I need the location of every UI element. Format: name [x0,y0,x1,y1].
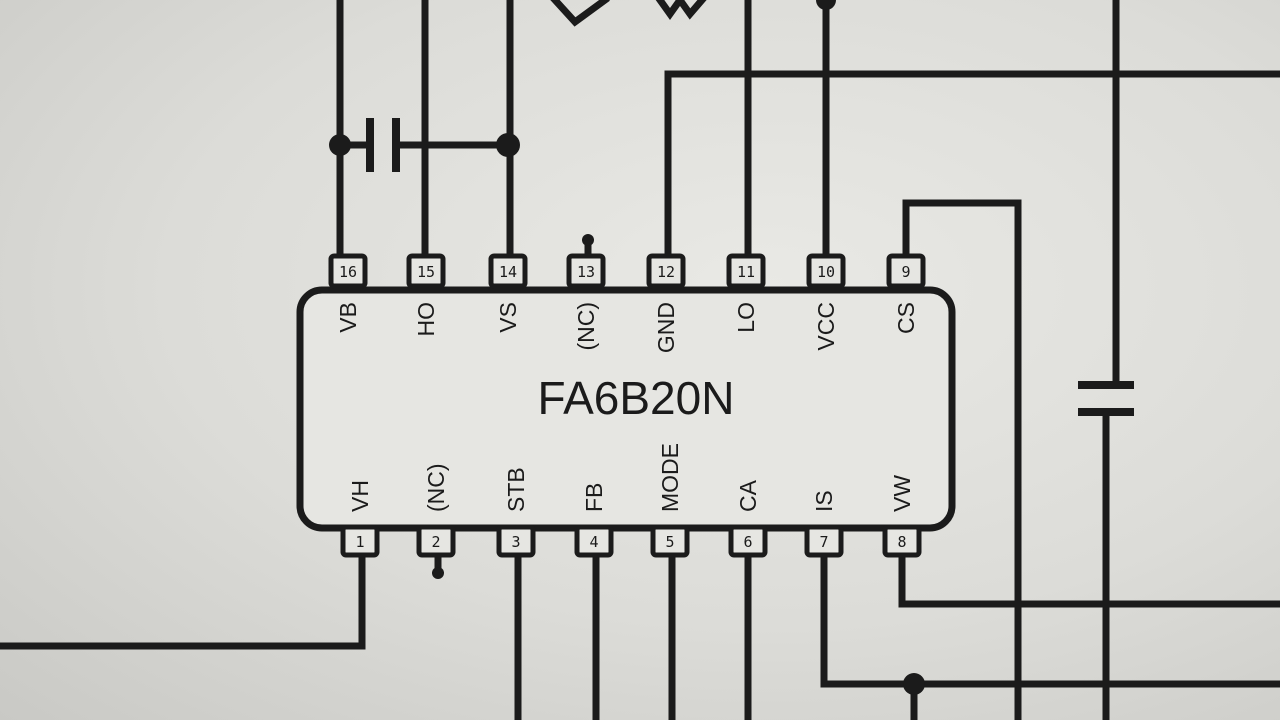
pin-5: 5 MODE [650,443,690,558]
pin-number: 10 [817,263,835,281]
pin-1-pad [340,524,380,558]
pin-name: FB [581,483,607,512]
pin-name: (NC) [423,463,449,512]
pin-name: STB [503,467,529,512]
junction-dot-vb [329,134,351,156]
capacitor-right-plate-top [1078,381,1134,389]
chip-body [296,286,956,532]
wire-cs [902,199,1022,720]
pin-name: LO [733,302,759,333]
pin-name: (NC) [573,302,599,351]
pin-10-pad [806,253,846,289]
capacitor-top-plate-left [366,118,374,172]
wire-gnd [664,70,1280,266]
pin-number: 11 [737,263,755,281]
pin-name: CA [735,479,761,512]
pin-name: VW [889,475,915,512]
pin-number: 9 [901,263,910,281]
pin-6-pad [728,524,768,558]
pin-7-pad [804,524,844,558]
pin-number: 5 [665,533,674,551]
pin-number: 12 [657,263,675,281]
pin-3-pad [496,524,536,558]
wire-top-symbol-z [550,0,610,27]
pin-name: IS [811,490,837,512]
pin-number: 15 [417,263,435,281]
pin-name: GND [653,302,679,353]
pin-1: 1 VH [340,480,380,558]
chip-part-number: FA6B20N [538,372,735,424]
pin-3: 3 STB [496,467,536,558]
pin-14-pad [488,253,528,289]
pin-name: VCC [813,302,839,351]
pin-4: 4 FB [574,483,614,558]
pin-number: 1 [355,533,364,551]
pin-11-pad [726,253,766,289]
wire-vw [898,548,1280,608]
wires-bottom [0,548,1280,720]
pin-7: 7 IS [804,490,844,558]
nc13-stub-end [582,234,594,246]
pin-name: VB [335,302,361,333]
pin-9-pad [886,253,926,289]
pin-13: 13 (NC) [566,253,606,351]
pin-5-pad [650,524,690,558]
wire-vh [0,548,366,650]
pin-name: CS [893,302,919,334]
components [329,0,1134,695]
wire-top-symbol-w [655,0,707,21]
pin-number: 7 [819,533,828,551]
pin-name: VS [495,302,521,333]
pin-number: 8 [897,533,906,551]
pin-2: 2 (NC) [416,463,456,558]
pin-number: 14 [499,263,517,281]
pin-number: 3 [511,533,520,551]
pin-number: 13 [577,263,595,281]
pin-12-pad [646,253,686,289]
pin-number: 6 [743,533,752,551]
pin-number: 4 [589,533,598,551]
wire-is [820,548,1280,688]
pin-8: 8 VW [882,475,922,558]
pin-8-pad [882,524,922,558]
pin-name: MODE [657,443,683,512]
pin-2-pad [416,524,456,558]
pin-6: 6 CA [728,479,768,558]
pin-15-pad [406,253,446,289]
nc2-stub-end [432,567,444,579]
junction-dot-is [903,673,925,695]
capacitor-right-plate-bottom [1078,408,1134,416]
pin-9: 9CS [886,253,926,334]
capacitor-top-plate-right [392,118,400,172]
junction-dot-vcc [816,0,836,10]
pin-name: HO [413,302,439,337]
junction-dot-vs [496,133,520,157]
pin-4-pad [574,524,614,558]
pin-number: 2 [431,533,440,551]
pin-16-pad [328,253,368,289]
pin-number: 16 [339,263,357,281]
pin-name: VH [347,480,373,512]
bottom-pin-row: 1 VH 2 (NC) 3 STB 4 FB 5 MODE 6 CA 7 IS 8 VW [340,443,922,558]
pin-13-pad [566,253,606,289]
